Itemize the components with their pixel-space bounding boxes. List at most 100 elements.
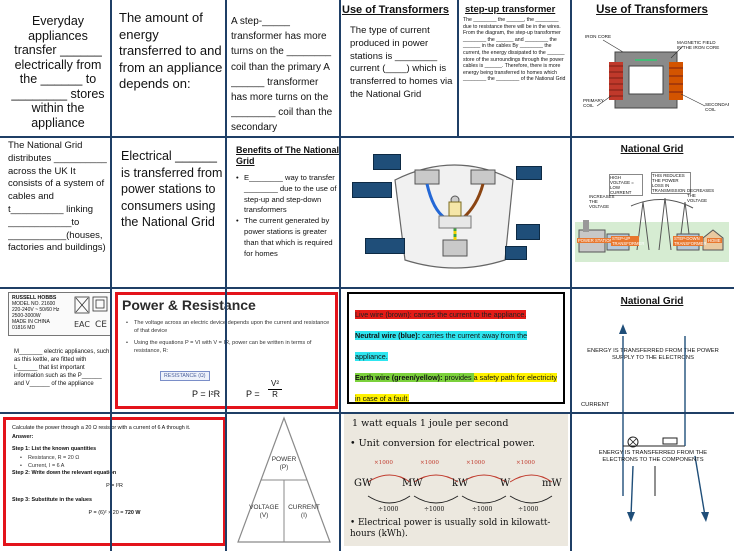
power-triangle [237, 416, 331, 543]
op-bottom: ÷1000 [424, 506, 445, 513]
label-step-up: STEP-UP TRANSFORMER [611, 236, 645, 246]
cell-title: Use of Transformers [342, 4, 449, 16]
label-magnetic-field: MAGNETIC FIELD IN THE IRON CORE [677, 40, 720, 51]
cell-use-of-transformers-text: Use of Transformers The type of current … [342, 4, 456, 134]
cell-title: National Grid [620, 144, 684, 155]
grid-divider [0, 287, 734, 289]
cell-handwritten-notes: 1 watt equals 1 joule per second • Unit … [344, 414, 568, 546]
rating-line: 220-240V ~ 50/60 Hz [12, 307, 60, 314]
cell-worked-example: Calculate the power through a 20 Ω resis… [3, 417, 226, 546]
grid-divider [0, 136, 734, 138]
triangle-voltage: VOLTAGE (V) [246, 504, 282, 520]
circuit-diagram [619, 324, 709, 522]
cell-title: National Grid [620, 296, 684, 307]
plug-illustration [394, 164, 514, 269]
rating-line: MADE IN CHINA [12, 319, 50, 326]
unit-kw: kW [452, 478, 469, 489]
wire-live: Live wire (brown): carries the current t… [355, 304, 559, 325]
rating-plate: RUSSELL HOBBS MODEL NO. 21600 220-240V ~… [8, 292, 112, 336]
triangle-current-symbol: (I) [300, 512, 308, 519]
example-result-line: P = (6)² × 20 = 720 W [12, 510, 217, 517]
cell-title: Benefits of The National Grid [236, 145, 340, 166]
label-primary-coil: PRIMARY COIL [583, 98, 604, 109]
cell-title: Power & Resistance [122, 297, 256, 313]
cell-step-transformer-turns: A step-_____ transformer has more turns … [231, 14, 337, 134]
circuit-bottom-text: ENERGY IS TRANSFERRED FROM THE ELECTRONS… [598, 450, 708, 463]
triangle-current: CURRENT (I) [286, 504, 322, 520]
rating-line: 2500-3000W [12, 313, 41, 320]
example-answer-label: Answer: [12, 434, 34, 441]
op-top: ×1000 [466, 460, 485, 466]
triangle-voltage-label: VOLTAGE [249, 504, 279, 511]
cell-energy-depends: The amount of energy transferred to and … [116, 8, 224, 132]
earth-text-1: provides [442, 373, 474, 382]
neutral-label: Neutral wire (blue): [355, 331, 421, 340]
notes-line2: • Unit conversion for electrical power. [350, 438, 535, 449]
cell-title: step-up transformer [465, 4, 556, 15]
rating-line: MODEL NO. 21600 [12, 301, 56, 308]
triangle-power-symbol: (P) [279, 464, 289, 471]
triangle-voltage-symbol: (V) [259, 512, 269, 519]
equation-fraction: V² R [268, 379, 282, 400]
label-increases: INCREASES THE VOLTAGE [589, 194, 615, 209]
cell-text: Electrical ______ is transferred from po… [121, 149, 223, 229]
cell-wire-colours: Live wire (brown): carries the current t… [347, 292, 565, 404]
op-top: ×1000 [516, 460, 535, 466]
equation-p-v2r-lhs: P = [246, 389, 260, 399]
cell-text: M_______ electric appliances, such as th… [14, 349, 110, 387]
unit-mw: MW [402, 478, 423, 489]
cell-national-grid-diagram: National Grid HIGH VOLTAGE = LOW CURRENT… [575, 144, 729, 284]
conversion-arrows [367, 474, 553, 504]
cell-plug-diagram [345, 140, 567, 284]
op-bottom: ÷1000 [518, 506, 539, 513]
equation-p-i2r: P = I²R [192, 389, 221, 399]
certification-icons: EAC CE [74, 296, 108, 330]
cell-power-triangle: POWER (P) VOLTAGE (V) CURRENT (I) [230, 414, 338, 546]
example-result-prefix: P = (6)² × 20 = [88, 510, 125, 517]
transformer-diagram [596, 39, 706, 109]
circuit-current-label: CURRENT [581, 402, 610, 408]
triangle-power-label: POWER [271, 456, 297, 463]
grid-divider [570, 0, 572, 551]
cell-text: The ________ the ______, the ________ du… [463, 17, 566, 83]
cell-title: Use of Transformers [596, 4, 708, 16]
label-iron-core: IRON CORE [585, 34, 612, 39]
grid-divider [457, 0, 459, 137]
cell-appliance-label: RUSSELL HOBBS MODEL NO. 21600 220-240V ~… [6, 292, 112, 410]
benefit-item: E________ way to transfer ________ due t… [236, 173, 340, 216]
resistance-label: RESISTANCE (Ω) [160, 371, 210, 381]
eq-denominator: R [268, 389, 282, 400]
example-known: Resistance, R = 20 Ω [20, 455, 217, 463]
blank-label-box [352, 182, 392, 198]
blank-label-box [516, 224, 540, 240]
cell-circuit-energy: National Grid ENERGY IS TRANSFERRED FROM… [575, 292, 729, 546]
label-decreases: DECREASES THE VOLTAGE [687, 188, 715, 203]
triangle-current-label: CURRENT [288, 504, 320, 511]
cell-transformer-diagram: Use of Transformers IRON CORE MAGNETIC F… [575, 4, 729, 134]
blank-label-box [373, 154, 401, 170]
benefit-item: The current generated by power stations … [236, 216, 340, 259]
rating-line: RUSSELL HOBBS [12, 295, 57, 301]
cell-text: The amount of energy transferred to and … [119, 10, 223, 91]
svg-text:EAC: EAC [74, 320, 90, 329]
example-step3: Step 3: Substitute in the values [12, 496, 92, 503]
label-home: HOME [707, 238, 722, 243]
blank-label-box [505, 246, 527, 260]
cell-text: The National Grid distributes __________… [8, 140, 107, 254]
cell-benefits-national-grid: Benefits of The National Grid E________ … [236, 145, 340, 285]
triangle-power: POWER (P) [264, 456, 304, 472]
pr-bullet: Using the equations P = VI with V = IR, … [126, 339, 331, 355]
blank-label-box [516, 166, 542, 180]
label-reduces-loss: THIS REDUCES THE POWER LOSS IN TRANSMISS… [651, 172, 691, 194]
cell-everyday-appliances: Everyday appliances transfer ______ elec… [6, 8, 110, 132]
pr-bullet: The voltage across an electric device de… [126, 319, 331, 335]
label-high-voltage: HIGH VOLTAGE = LOW CURRENT [609, 174, 643, 196]
label-secondary-coil: SECONDARY COIL [705, 102, 729, 113]
example-step2: Step 2: Write down the relevant equation [12, 470, 117, 477]
grid-divider [225, 0, 227, 551]
wire-earth: Earth wire (green/yellow): provides a sa… [355, 367, 559, 402]
wire-neutral: Neutral wire (blue): carries the current… [355, 325, 559, 367]
example-question: Calculate the power through a 20 Ω resis… [12, 425, 191, 431]
example-step1: Step 1: List the known quantities [12, 445, 97, 452]
